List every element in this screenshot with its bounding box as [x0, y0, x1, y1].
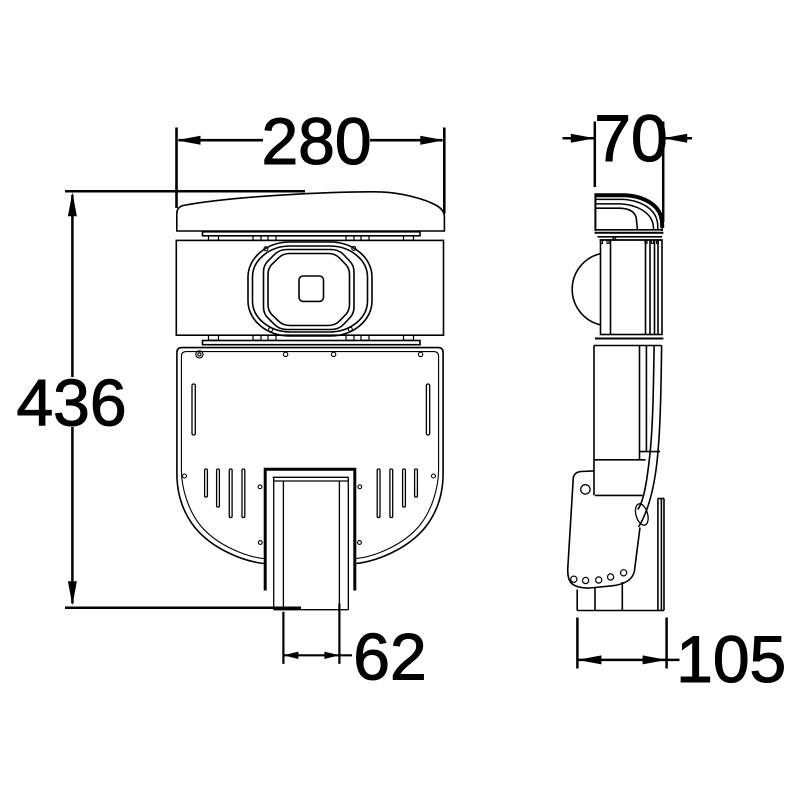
- svg-text:62: 62: [353, 620, 426, 694]
- svg-text:105: 105: [676, 622, 786, 696]
- svg-text:70: 70: [594, 101, 667, 175]
- svg-text:436: 436: [16, 366, 126, 440]
- svg-text:280: 280: [261, 104, 371, 178]
